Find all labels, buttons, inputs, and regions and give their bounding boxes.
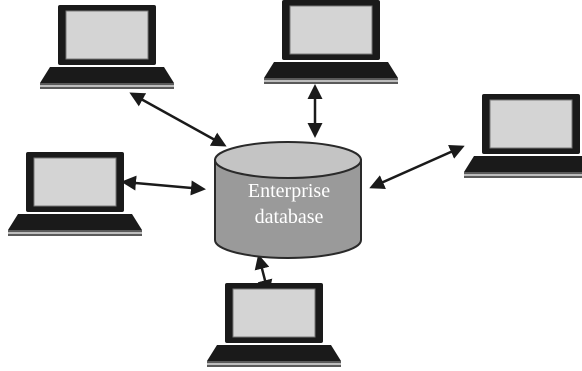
- arrow-top-left: [129, 92, 227, 147]
- arrow-right: [369, 145, 465, 189]
- database-cylinder-icon: [214, 141, 362, 259]
- connectors: [121, 84, 465, 295]
- laptop-icon: [463, 93, 582, 179]
- laptop-icon: [39, 4, 175, 90]
- arrow-left: [121, 175, 206, 196]
- laptop-icon: [263, 0, 399, 85]
- laptop-icon: [206, 282, 342, 368]
- laptop-icon: [7, 151, 143, 237]
